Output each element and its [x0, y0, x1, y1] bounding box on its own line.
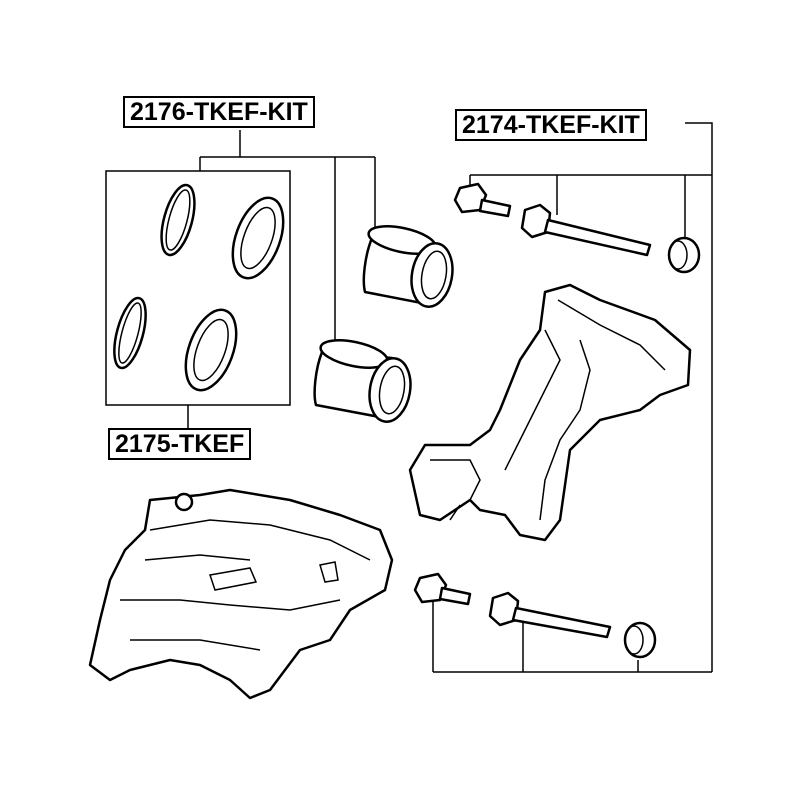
caliper-housing	[88, 488, 394, 700]
caliper-bracket	[408, 283, 692, 542]
piston-1	[362, 225, 454, 308]
bracket-bolt-bottom	[413, 572, 472, 606]
seal-kit-box	[105, 170, 291, 406]
dust-cap-bottom	[623, 621, 657, 659]
part-label-2175: 2175-TKEF	[108, 428, 252, 460]
seal-ring-1	[160, 183, 196, 257]
dust-cap-top	[667, 236, 701, 274]
dust-boot-2	[184, 308, 238, 392]
seal-ring-2	[113, 296, 147, 370]
part-label-2174-kit: 2174-TKEF-KIT	[455, 109, 647, 141]
part-label-2176-kit: 2176-TKEF-KIT	[123, 96, 315, 128]
bracket-bolt-top	[453, 182, 512, 218]
guide-pin-bottom	[488, 591, 612, 639]
leader-lines-2176	[199, 130, 376, 345]
guide-pin-top	[520, 203, 652, 257]
piston-2	[313, 339, 412, 423]
dust-boot-1	[231, 196, 285, 280]
leader-lines-2174	[432, 122, 713, 673]
